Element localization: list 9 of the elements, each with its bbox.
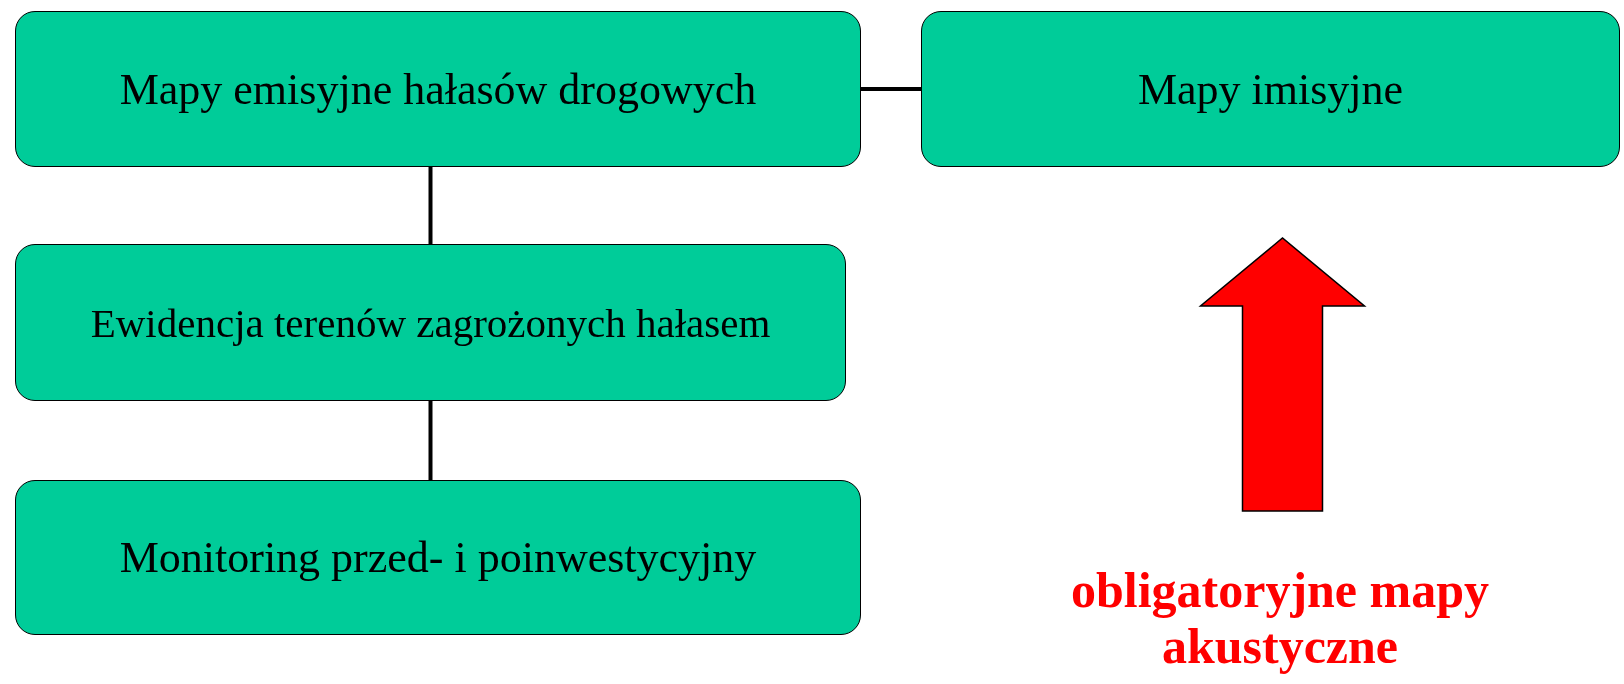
process-box: Monitoring przed- i poinwestycyjny — [15, 480, 861, 635]
process-box: Ewidencja terenów zagrożonych hałasem — [15, 244, 846, 401]
process-box: Mapy imisyjne — [921, 11, 1620, 167]
connector-line — [428, 167, 433, 244]
callout-text: obligatoryjne mapy akustyczne — [1069, 562, 1490, 674]
process-box: Mapy emisyjne hałasów drogowych — [15, 11, 861, 167]
connector-line — [861, 87, 921, 91]
block-arrow — [1198, 237, 1367, 512]
connector-line — [428, 401, 433, 480]
